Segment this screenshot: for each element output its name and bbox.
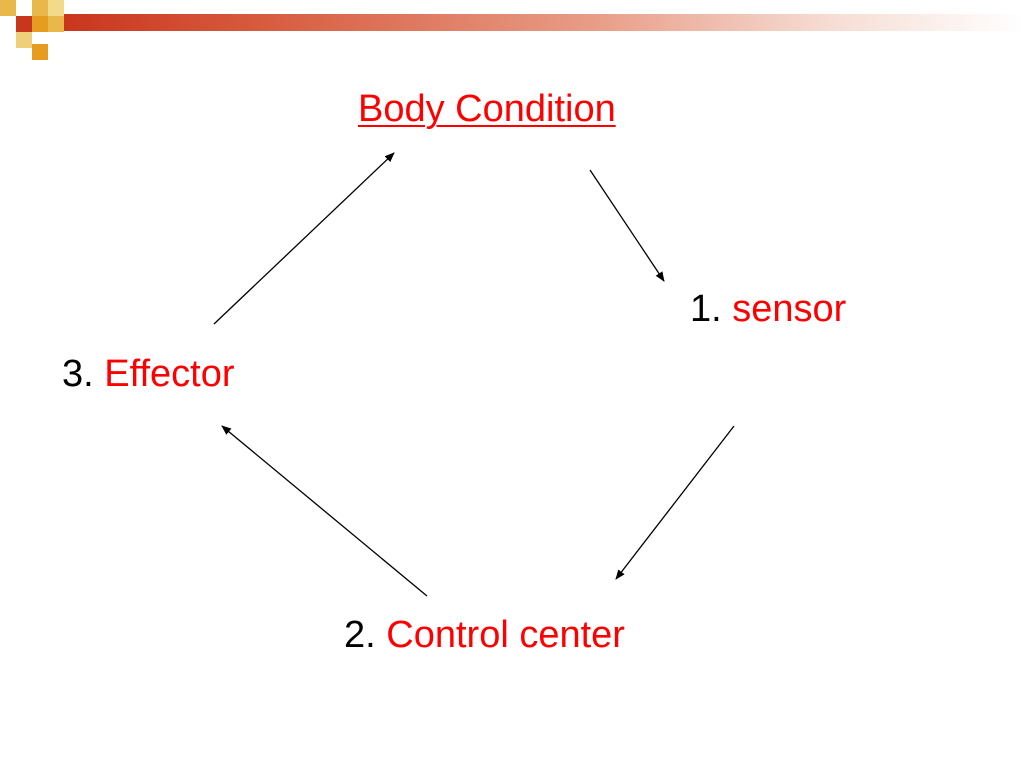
- deco-square: [16, 16, 32, 32]
- deco-square: [48, 0, 64, 16]
- node-effector-label: Effector: [104, 353, 235, 395]
- node-sensor-label: sensor: [732, 288, 847, 330]
- node-effector-number: 3.: [62, 353, 94, 395]
- deco-square: [0, 0, 16, 16]
- header-gradient-bar: [64, 14, 1024, 31]
- node-control-center-number: 2.: [344, 614, 376, 656]
- deco-square: [32, 16, 48, 32]
- diagram-title: Body Condition: [358, 88, 616, 130]
- node-control-center-label: Control center: [386, 614, 625, 656]
- node-sensor-number: 1.: [690, 288, 722, 330]
- deco-square: [16, 32, 32, 48]
- arrow-control-to-effector: [221, 425, 428, 597]
- deco-square: [48, 16, 64, 32]
- deco-square: [32, 44, 48, 60]
- node-effector: 3. Effector: [62, 351, 235, 397]
- deco-square: [32, 0, 48, 16]
- arrow-condition-to-sensor: [589, 169, 665, 282]
- arrow-effector-to-condition: [213, 152, 395, 325]
- node-control-center: 2. Control center: [344, 612, 625, 658]
- node-sensor: 1. sensor: [690, 286, 846, 332]
- header-decoration: [0, 0, 1024, 62]
- arrow-sensor-to-control: [615, 425, 735, 580]
